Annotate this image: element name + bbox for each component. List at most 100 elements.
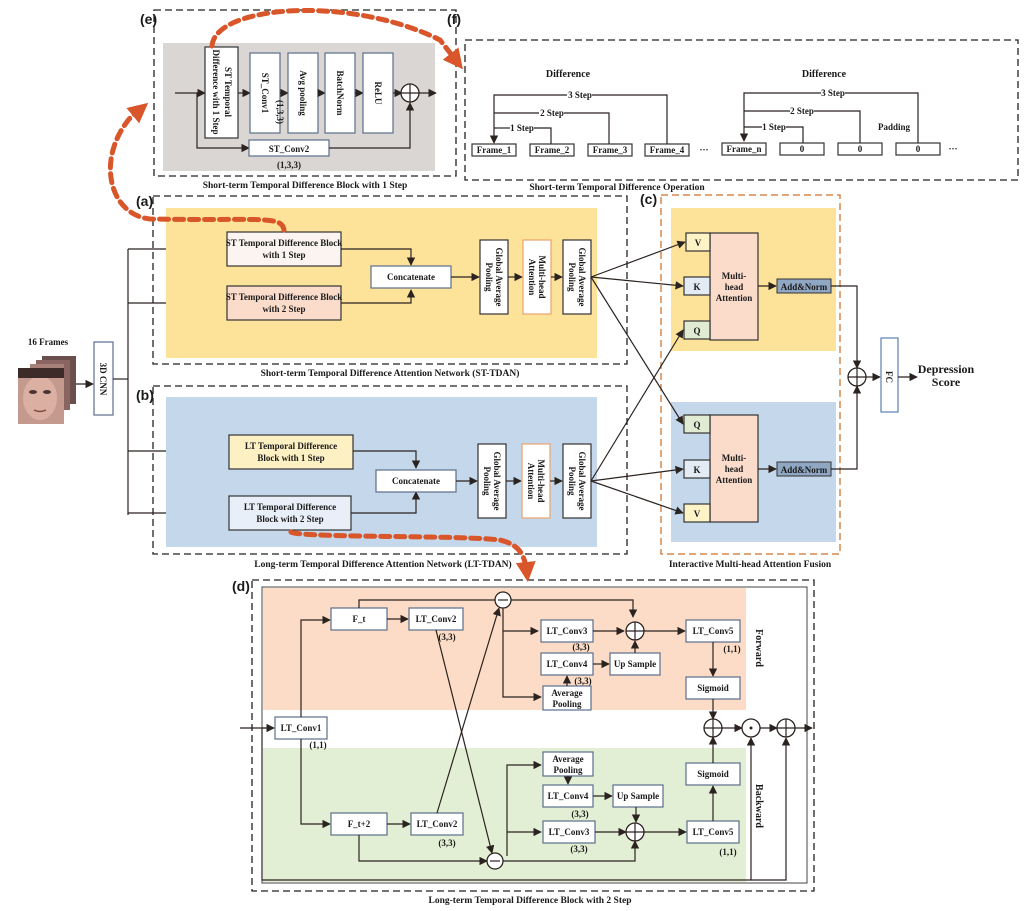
st-concat-label: Concatenate <box>387 272 435 282</box>
st-block-1step-line2: with 1 Step <box>262 250 305 260</box>
arc-b-to-d <box>288 529 536 582</box>
zero-box-3 <box>895 142 941 156</box>
top-v-label: V <box>695 238 702 248</box>
relu-box <box>362 52 394 134</box>
bwd-lt-conv2-label: LT_Conv2 <box>417 819 458 829</box>
lt-gap1-line1: Global Average <box>492 451 502 510</box>
bwd-lt-conv3-kernel: (3,3) <box>570 844 587 854</box>
batchnorm-label: BatchNorm <box>335 71 345 116</box>
panel-c-border <box>660 194 841 555</box>
left-3step: 3 Step <box>568 90 592 100</box>
panel-e-st-block: (e) ST Temporal Difference with 1 Step S… <box>140 9 457 191</box>
lt-mha-line1: Multi-head <box>536 459 546 502</box>
st-conv1-box <box>249 52 281 134</box>
bottom-k-label: K <box>693 465 700 475</box>
panel-c-caption: Interactive Multi-head Attention Fusion <box>669 560 832 570</box>
frame-4-box <box>644 143 690 157</box>
face-frames-image <box>18 356 76 424</box>
panel-a-tag: (a) <box>136 193 153 209</box>
lt-block-2step-line1: LT Temporal Difference <box>244 502 336 512</box>
st-diff-1step-box <box>204 46 239 139</box>
fc-label: FC <box>884 371 894 383</box>
bottom-mha-box <box>709 414 759 523</box>
right-3step: 3 Step <box>821 88 845 98</box>
bwd-avgpool-line1: Average <box>552 754 583 764</box>
st-conv2-label: ST_Conv2 <box>269 144 310 154</box>
panel-d-tag: (d) <box>232 578 250 594</box>
panel-a-st-tdan: (a) ST Temporal Difference Block with 1 … <box>136 193 628 379</box>
lt-block-1step-line1: LT Temporal Difference <box>245 441 337 451</box>
bwd-upsample-label: Up Sample <box>617 791 659 801</box>
bottom-mha-line1: Multi- <box>722 453 747 463</box>
panel-c-fusion: (c) Multi- head Attention V K Q Add&Norm… <box>590 191 841 570</box>
top-mha-box <box>709 232 759 341</box>
ellipsis-2: ··· <box>948 144 957 154</box>
bottom-q-label: Q <box>693 420 700 430</box>
frame-n-label: Frame_n <box>727 144 762 154</box>
panel-f-border <box>464 39 1019 181</box>
panel-f-tag: (f) <box>447 11 461 27</box>
forward-label: Forward <box>753 629 764 667</box>
panel-b-border <box>152 385 628 555</box>
st-mha-box <box>522 239 552 315</box>
panel-f-caption: Short-term Temporal Difference Operation <box>529 183 705 193</box>
fwd-lt-conv5-kernel: (1,1) <box>723 644 740 654</box>
lt-conv1-label: LT_Conv1 <box>281 723 322 733</box>
top-v-box <box>685 232 711 252</box>
zero-box-1 <box>779 142 825 156</box>
lt-block-1step <box>228 434 354 470</box>
bottom-k-box <box>683 459 711 479</box>
lt-gap1-line2: Pooling <box>482 466 492 496</box>
top-k-box <box>683 276 711 296</box>
bwd-lt-conv5-kernel: (1,1) <box>719 847 736 857</box>
bottom-v-box <box>683 503 711 523</box>
3d-cnn-label: 3D CNN <box>98 363 108 396</box>
panel-a-border <box>152 195 628 365</box>
fwd-lt-conv4-kernel: (3,3) <box>574 676 591 686</box>
lt-concat-label: Concatenate <box>392 476 440 486</box>
input-section: 16 Frames 3D CNN <box>18 244 227 518</box>
frame-1-label: Frame_1 <box>477 145 512 155</box>
st-conv1-kernel: (1,3,3) <box>275 100 285 124</box>
st-mha-line1: Multi-head <box>537 255 547 298</box>
panel-e-tag: (e) <box>140 11 157 27</box>
st-block-1step-line1: ST Temporal Difference Block <box>226 238 342 248</box>
bottom-mha-line3: Attention <box>716 475 753 485</box>
lt-gap2-line2: Pooling <box>567 466 577 496</box>
fwd-upsample-label: Up Sample <box>614 659 656 669</box>
frame-4-label: Frame_4 <box>650 145 685 155</box>
lt-block-2step-line2: Block with 2 Step <box>256 514 323 524</box>
st-conv1-label: ST_Conv1 <box>260 73 270 114</box>
fc-box <box>880 337 899 413</box>
avg-pooling-label: Avg pooling <box>298 70 308 116</box>
bwd-lt-conv4-kernel: (3,3) <box>571 809 588 819</box>
st-block-2step-line2: with 2 Step <box>262 304 305 314</box>
panel-f-difference-operation: (f) Difference Difference 3 Step 2 Step … <box>447 11 1019 193</box>
f-t2-label: F_t+2 <box>348 819 371 829</box>
fwd-lt-conv4-label: LT_Conv4 <box>547 659 588 669</box>
st-diff-label-1: ST Temporal <box>223 67 233 118</box>
panel-d-lt-block: (d) LT_Conv1 (1,1) F_t LT_Conv2 (3,3) LT… <box>232 578 815 906</box>
fwd-lt-conv5-label: LT_Conv5 <box>693 626 734 636</box>
bottom-v-label: V <box>694 509 701 519</box>
zero-box-2 <box>837 142 883 156</box>
st-gap1-box <box>479 239 509 315</box>
zero-2: 0 <box>858 144 863 154</box>
frames-label: 16 Frames <box>28 337 69 347</box>
output-section: FC Depression Score <box>831 285 975 470</box>
panel-b-tag: (b) <box>136 387 154 403</box>
bwd-upsample-box <box>612 784 664 808</box>
st-gap1-line2: Pooling <box>484 262 494 292</box>
bwd-lt-conv2-kernel: (3,3) <box>438 838 455 848</box>
bwd-sigmoid-label: Sigmoid <box>697 769 729 779</box>
panel-e-caption: Short-term Temporal Difference Block wit… <box>203 181 408 191</box>
right-2step: 2 Step <box>790 106 814 116</box>
arc-a-to-e <box>107 102 287 233</box>
frame-3-label: Frame_3 <box>593 145 628 155</box>
top-mha-line2: head <box>725 282 744 292</box>
st-gap1-line1: Global Average <box>494 247 504 306</box>
lt-conv1-kernel: (1,1) <box>309 740 326 750</box>
st-conv2-kernel: (1,3,3) <box>277 160 301 170</box>
st-gap2-line2: Pooling <box>567 262 577 292</box>
